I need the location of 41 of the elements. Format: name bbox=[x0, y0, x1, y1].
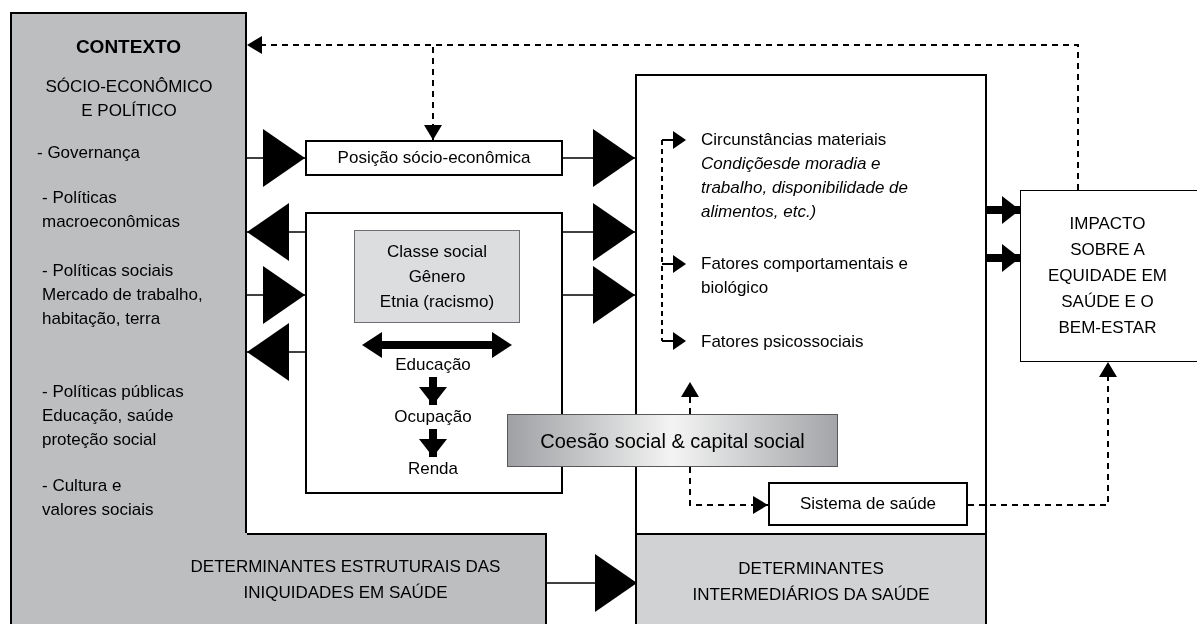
social-position-box bbox=[354, 230, 520, 323]
outcome-box bbox=[1020, 190, 1197, 362]
box-label: Etnia (racismo) bbox=[379, 291, 495, 313]
list-item: - Políticas macroeconômicas bbox=[42, 187, 181, 233]
context-panel bbox=[10, 12, 247, 533]
box-label: Sistema de saúde bbox=[799, 493, 937, 516]
list-item: - Cultura e valores sociais bbox=[42, 475, 155, 521]
intermediary-determinants-band bbox=[637, 533, 985, 624]
arrow bbox=[689, 466, 769, 514]
arrow bbox=[246, 203, 306, 261]
factor-item: Fatores psicossociais bbox=[701, 331, 865, 353]
arrow bbox=[562, 203, 636, 261]
arrow bbox=[246, 266, 306, 324]
box-label: Gênero bbox=[408, 266, 466, 288]
box-label: Posição sócio-econômica bbox=[337, 147, 531, 170]
subheading: SÓCIO-ECONÔMICO E POLÍTICO bbox=[44, 76, 214, 122]
step-label: Educação bbox=[395, 354, 471, 377]
arrow bbox=[967, 361, 1117, 506]
heading: CONTEXTO bbox=[74, 35, 183, 59]
box-label: Coesão social & capital social bbox=[540, 428, 805, 454]
arrow bbox=[681, 381, 699, 415]
step-label: Ocupação bbox=[394, 406, 472, 429]
arrow bbox=[562, 129, 636, 187]
box-label: IMPACTO SOBRE A EQUIDADE EM SAÚDE E O BEM-ESTAR bbox=[1047, 213, 1168, 339]
band-label: DETERMINANTES ESTRUTURAIS DAS INIQUIDADES EM SAÚDE bbox=[189, 555, 502, 604]
box-label: Classe social bbox=[386, 241, 488, 263]
structural-determinants-band bbox=[10, 533, 547, 624]
list-item: - Políticas sociais Mercado de trabalho, habitação, terra bbox=[42, 260, 204, 330]
arrow bbox=[546, 554, 638, 612]
list-item: - Políticas públicas Educação, saúde proteção social bbox=[42, 381, 185, 451]
arrow bbox=[562, 266, 636, 324]
factor-item: Circunstâncias materiais Condiçõesde moradia e trabalho, disponibilidade de alimentos, etc.) bbox=[701, 129, 909, 223]
arrow bbox=[246, 323, 306, 381]
arrow bbox=[246, 129, 306, 187]
band-label: DETERMINANTES INTERMEDIÁRIOS DA SAÚDE bbox=[691, 557, 931, 606]
process-box bbox=[305, 140, 563, 176]
list-item: - Governança bbox=[37, 142, 141, 164]
social-cohesion-box bbox=[507, 414, 838, 467]
factor-item: Fatores comportamentais e biológico bbox=[701, 253, 909, 299]
process-box bbox=[768, 482, 968, 526]
step-label: Renda bbox=[407, 458, 459, 481]
